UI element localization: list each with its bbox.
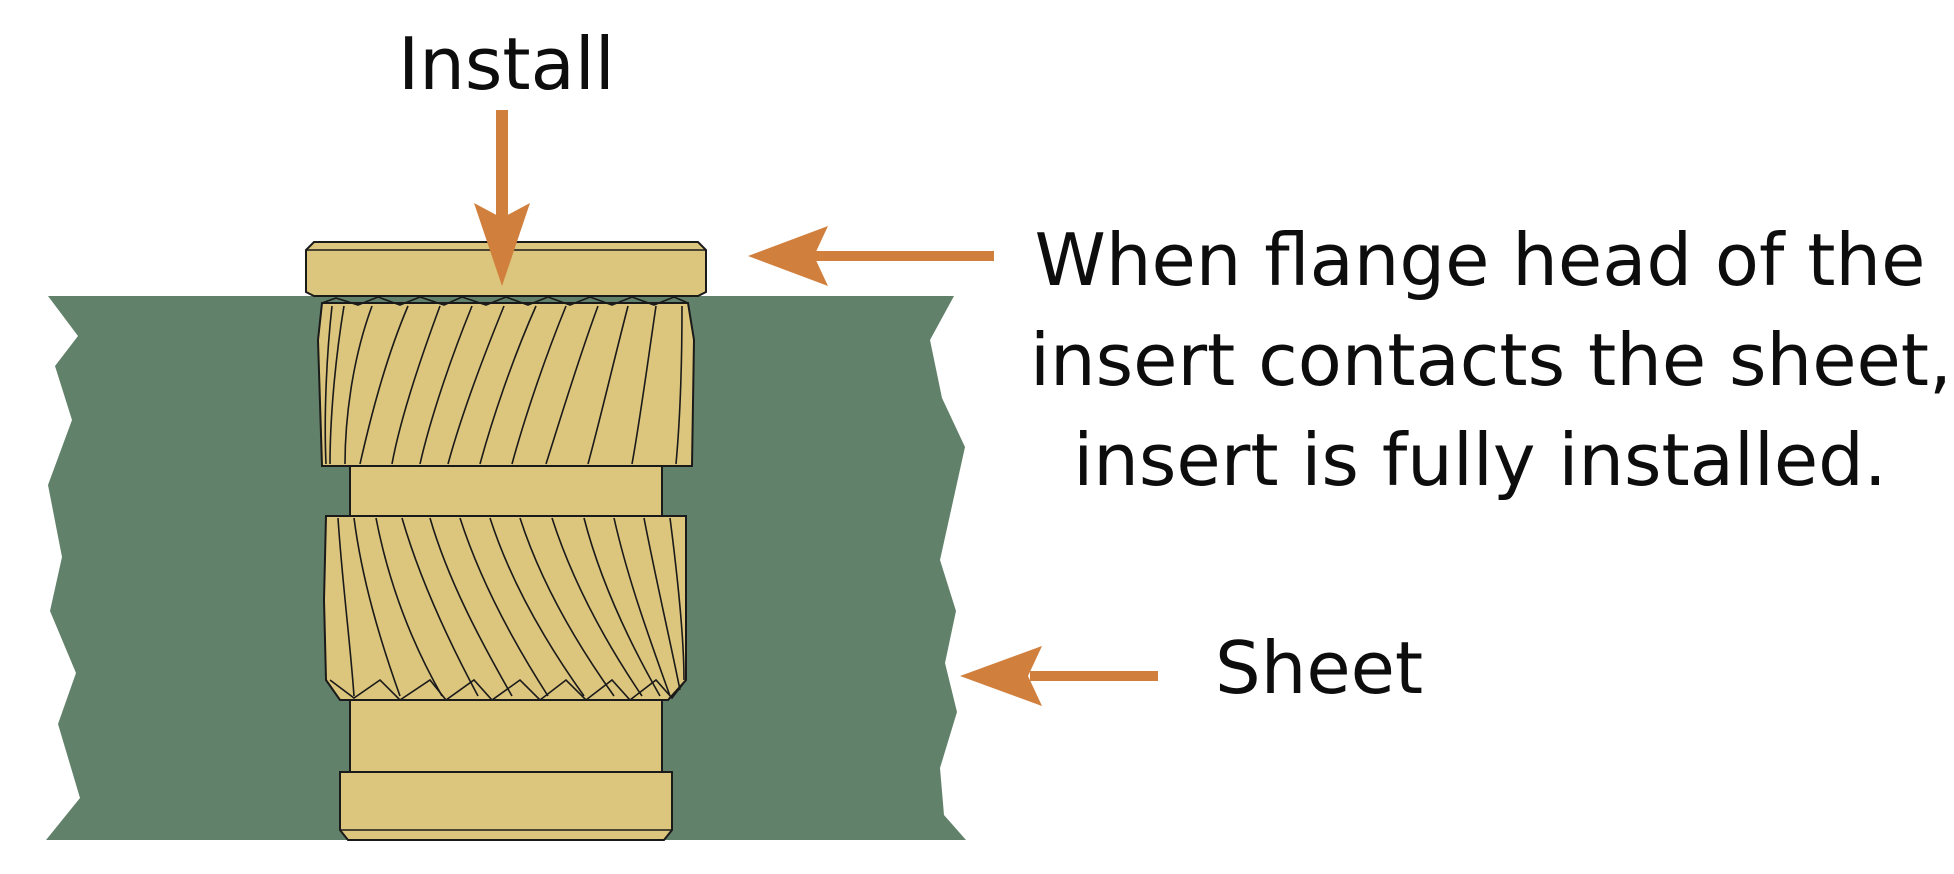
install-arrow [474, 110, 530, 286]
callout-line-1: When flange head of the [1034, 218, 1926, 302]
flange-callout-arrow [748, 226, 994, 286]
callout-line-2: insert contacts the sheet, [1030, 318, 1952, 402]
flange-callout-text: When flange head of the insert contacts … [1030, 210, 1952, 510]
upper-knurl [316, 302, 696, 467]
lower-knurl [322, 515, 687, 701]
upper-knurl-lines [321, 296, 689, 465]
sheet-callout-arrow [960, 646, 1158, 706]
lower-neck [349, 699, 663, 773]
threaded-insert [305, 241, 707, 841]
lower-knurl-lines [329, 517, 687, 702]
install-label: Install [398, 22, 615, 106]
callout-line-3: insert is fully installed. [1073, 418, 1887, 502]
sheet-label: Sheet [1215, 626, 1424, 710]
upper-neck [349, 465, 663, 517]
